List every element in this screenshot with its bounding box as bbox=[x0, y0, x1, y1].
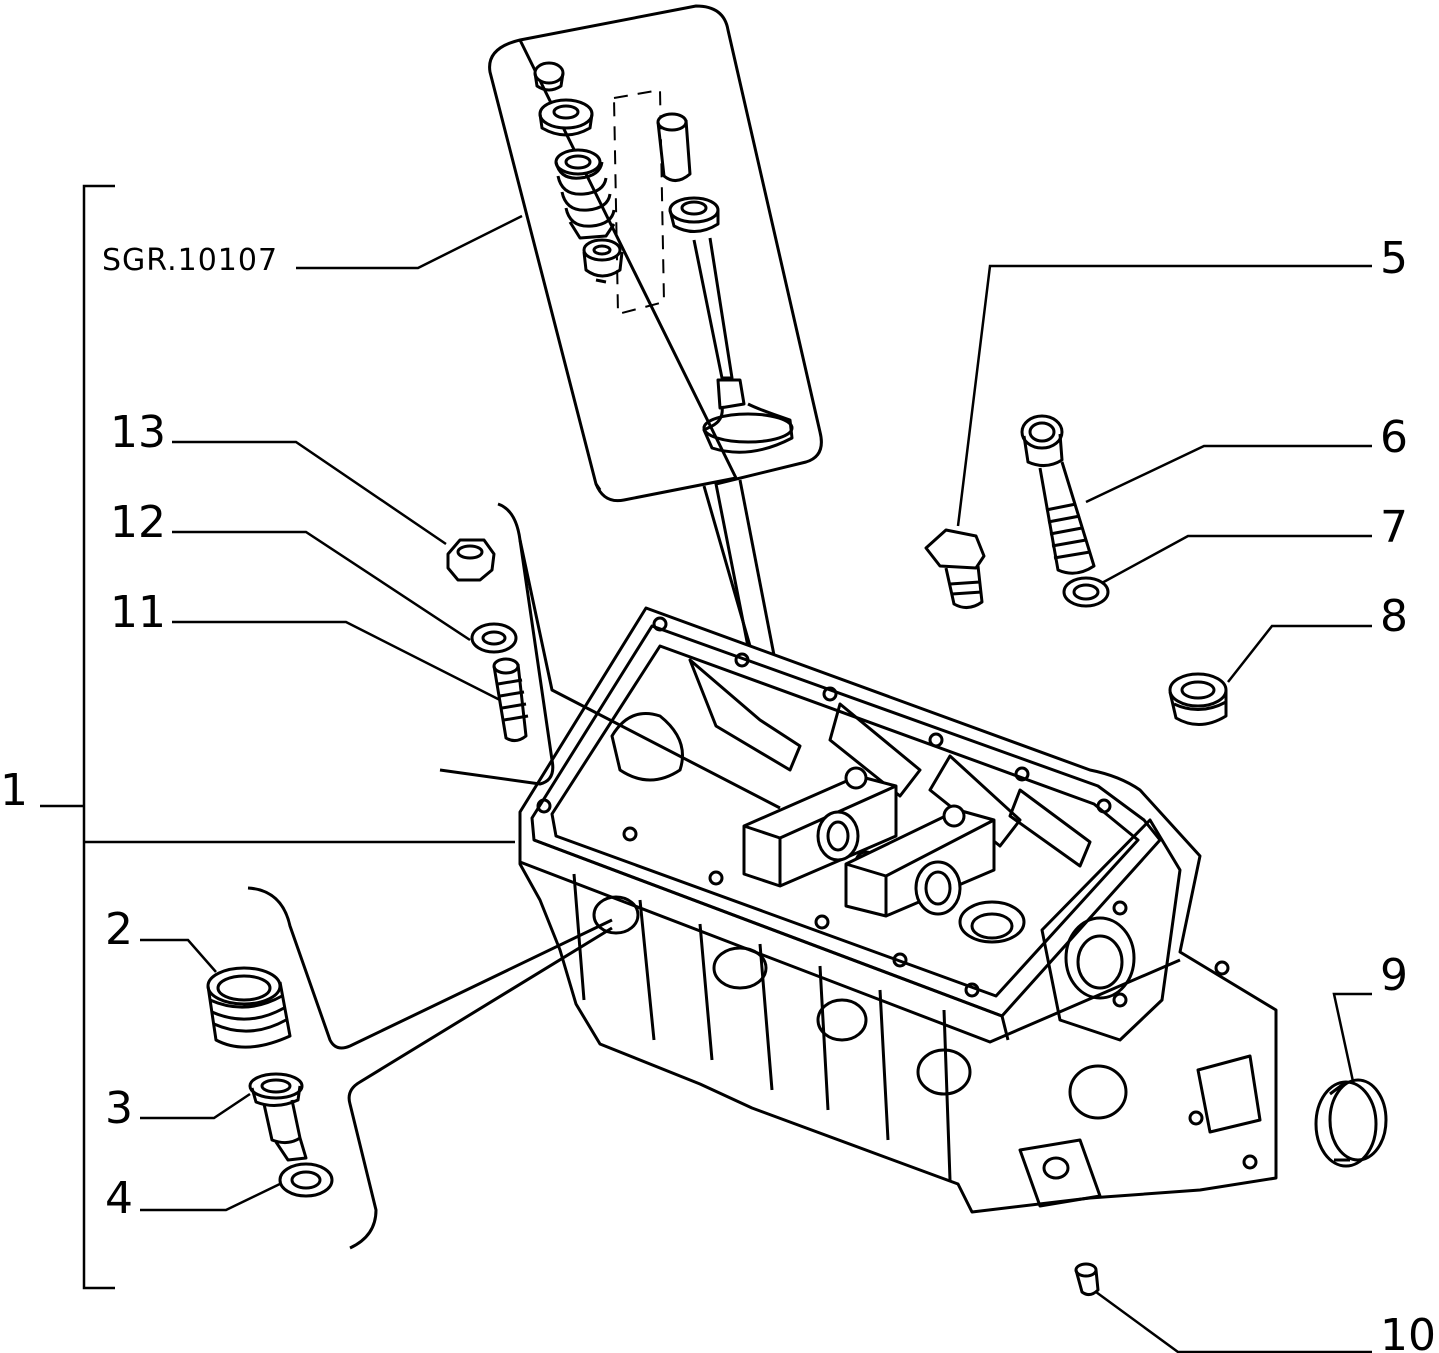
callout-12: 12 bbox=[110, 497, 166, 548]
dowel-pin-part-10 bbox=[1074, 1262, 1100, 1297]
callout-3: 3 bbox=[105, 1083, 133, 1134]
callout-10: 10 bbox=[1380, 1310, 1436, 1353]
assembly-bracket bbox=[40, 184, 515, 1290]
leader-lines bbox=[140, 214, 1372, 1353]
callout-13: 13 bbox=[110, 407, 166, 458]
valve-seal-part bbox=[582, 238, 624, 284]
valve-guide-part bbox=[656, 112, 692, 182]
washer-part-7 bbox=[1062, 576, 1110, 608]
valve-guide-part-3 bbox=[248, 1072, 308, 1162]
valve-spring-part bbox=[554, 148, 616, 240]
nut-part-13 bbox=[446, 538, 496, 582]
washer-part-4 bbox=[278, 1162, 334, 1198]
valve-detail-inset bbox=[488, 4, 823, 861]
hex-bolt-part-5 bbox=[924, 528, 986, 609]
callout-8: 8 bbox=[1380, 591, 1408, 642]
callout-6: 6 bbox=[1380, 412, 1408, 463]
threaded-plug-part bbox=[206, 966, 292, 1049]
callout-5: 5 bbox=[1380, 233, 1408, 284]
valve-part bbox=[692, 237, 794, 454]
callout-7: 7 bbox=[1380, 502, 1408, 553]
valve-collet-part bbox=[533, 61, 565, 92]
cylinder-head-part bbox=[518, 606, 1278, 1214]
seal-ring-part-9 bbox=[1314, 1078, 1388, 1168]
callout-4: 4 bbox=[105, 1173, 133, 1224]
plug-part-8 bbox=[1168, 672, 1228, 726]
reference-code: SGR.10107 bbox=[102, 243, 278, 278]
stud-part-11 bbox=[492, 657, 529, 743]
group-brace-lines bbox=[247, 502, 781, 1250]
washer-part-12 bbox=[470, 622, 518, 654]
callout-1: 1 bbox=[0, 765, 28, 816]
callout-9: 9 bbox=[1380, 950, 1408, 1001]
guide-seal-part bbox=[668, 196, 720, 233]
callout-2: 2 bbox=[105, 904, 133, 955]
callout-11: 11 bbox=[110, 587, 166, 638]
head-bolt-part-6 bbox=[1020, 414, 1096, 575]
spring-retainer-part bbox=[538, 98, 594, 137]
